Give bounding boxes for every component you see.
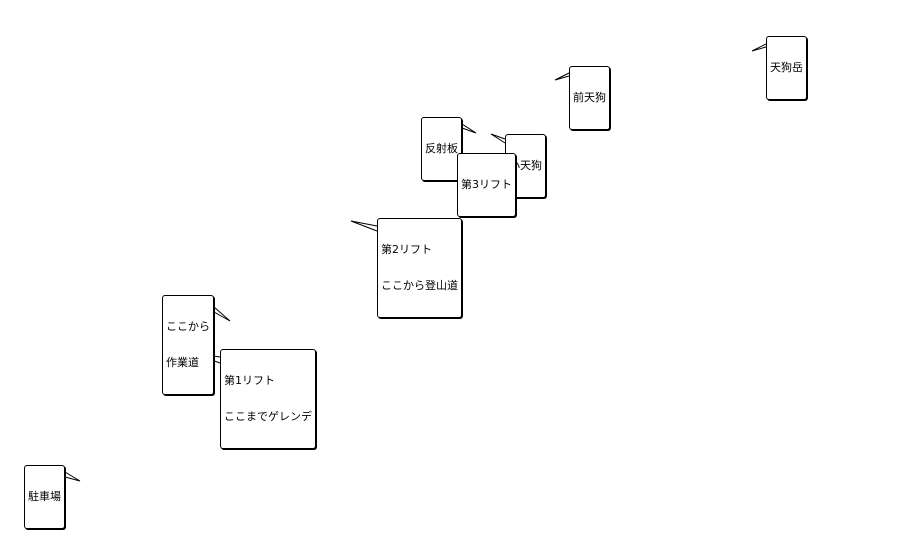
pointer-lift2 <box>350 220 378 232</box>
label-hanshaban-line1: 反射板 <box>425 142 458 155</box>
pointer-work-road <box>213 306 231 322</box>
label-lift1: 第1リフト ここまでゲレンデ <box>220 349 316 449</box>
pointer-hanshaban <box>461 123 477 134</box>
label-mae-tengu-line1: 前天狗 <box>573 91 606 104</box>
label-mae-tengu: 前天狗 <box>569 66 610 130</box>
label-lift2: 第2リフト ここから登山道 <box>377 218 462 318</box>
label-lift3: 第3リフト <box>457 153 516 217</box>
pointer-mae-tengu <box>554 72 570 81</box>
label-work-road-line1: ここから <box>166 320 210 333</box>
label-lift1-line1: 第1リフト <box>224 374 275 387</box>
label-lift3-line1: 第3リフト <box>461 178 512 191</box>
label-ko-tengu-line1: 小天狗 <box>509 159 542 172</box>
pointer-tengudake <box>751 43 767 52</box>
label-tengudake-line1: 天狗岳 <box>770 61 803 74</box>
label-tengudake: 天狗岳 <box>766 36 807 100</box>
label-lift2-line1: 第2リフト <box>381 243 432 256</box>
label-parking-line1: 駐車場 <box>28 490 61 503</box>
pointer-ko-tengu <box>490 133 506 144</box>
label-lift2-line2: ここから登山道 <box>381 279 458 292</box>
label-work-road: ここから 作業道 <box>162 295 214 395</box>
label-work-road-line2: 作業道 <box>166 356 199 369</box>
label-lift1-line2: ここまでゲレンデ <box>224 410 312 423</box>
label-hanshaban: 反射板 <box>421 117 462 181</box>
pointer-parking <box>64 471 81 482</box>
label-parking: 駐車場 <box>24 465 65 529</box>
